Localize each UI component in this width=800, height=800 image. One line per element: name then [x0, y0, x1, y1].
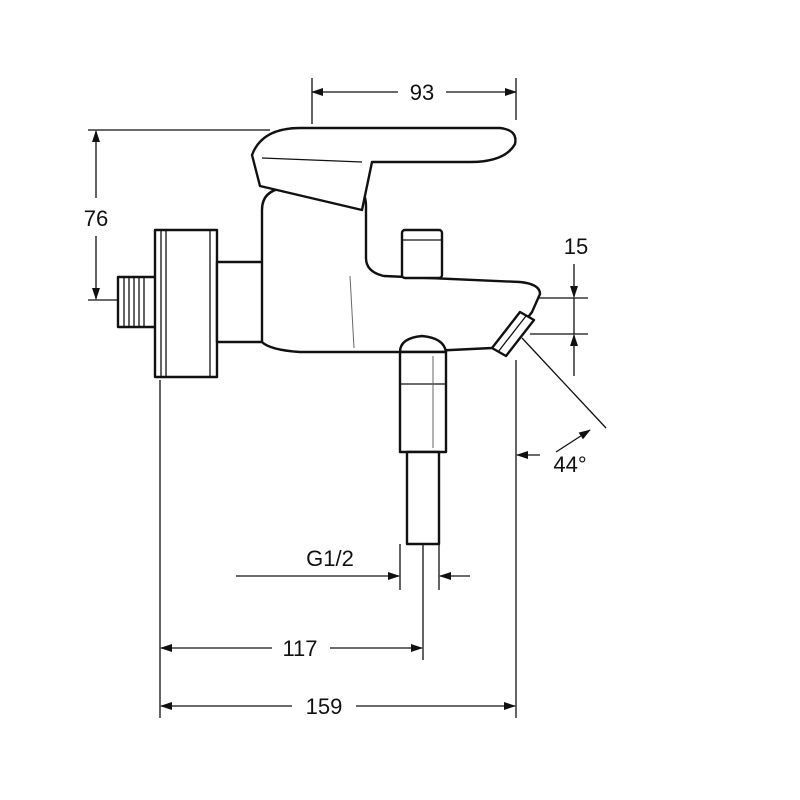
dimension-label-spout-height: 15	[564, 234, 588, 259]
dimension-spout-angle	[515, 337, 607, 718]
dimension-label-top-width: 93	[410, 80, 434, 105]
dimension-top-width	[311, 78, 517, 124]
dimension-spout-height	[530, 264, 588, 376]
dimension-label-spout-angle: 44°	[553, 452, 586, 477]
dimension-label-outlet-offset: 117	[282, 636, 317, 661]
dimension-thread	[236, 544, 470, 590]
dimension-height	[88, 129, 270, 301]
lever-handle	[250, 126, 517, 212]
dimension-label-thread: G1/2	[306, 546, 354, 571]
dimension-label-height: 76	[84, 206, 108, 231]
hose-outlet	[398, 334, 448, 546]
dimension-outlet-offset	[159, 380, 424, 718]
diverter-knob	[400, 228, 444, 280]
dimension-label-overall-depth: 159	[306, 694, 343, 719]
faucet-outline	[116, 126, 542, 546]
wall-connection-pipe	[116, 275, 162, 329]
spout-aerator	[490, 310, 536, 358]
escutcheon-flange	[153, 228, 219, 379]
